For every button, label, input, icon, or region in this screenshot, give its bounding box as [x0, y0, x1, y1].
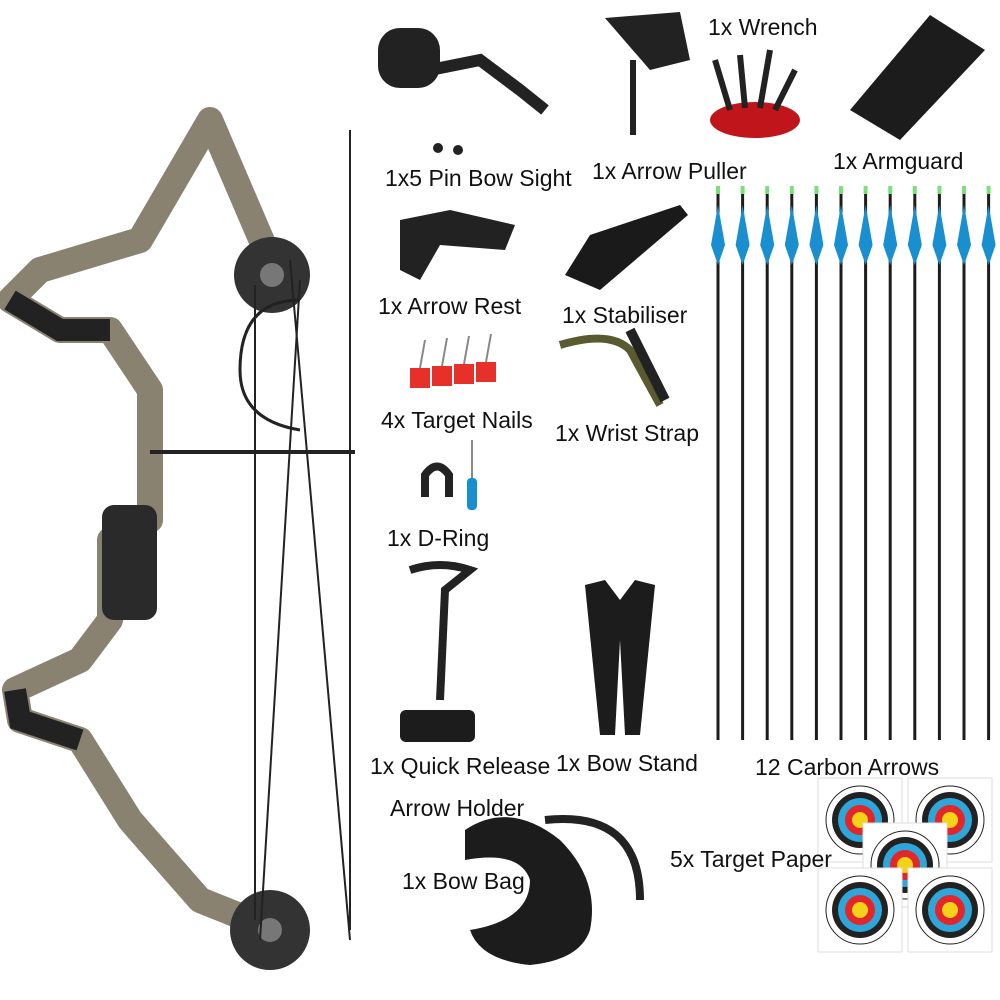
- carbon-arrow: [784, 186, 799, 740]
- carbon-arrow: [809, 186, 824, 740]
- label-stabiliser: 1x Stabiliser: [562, 302, 688, 328]
- label-d-ring: 1x D-Ring: [387, 525, 490, 551]
- target-paper: [817, 867, 903, 953]
- label-target-nails: 4x Target Nails: [381, 407, 533, 433]
- label-wrist-strap: 1x Wrist Strap: [555, 420, 699, 446]
- carbon-arrow: [957, 186, 971, 740]
- carbon-arrow: [834, 186, 848, 740]
- wrench-image: [710, 49, 800, 138]
- bow-stand-image: [585, 580, 655, 735]
- arrow-puller-image: [605, 12, 690, 135]
- carbon-arrow: [858, 186, 873, 740]
- label-wrench: 1x Wrench: [708, 14, 818, 40]
- carbon-arrow: [711, 186, 725, 740]
- carbon-arrow: [760, 186, 775, 740]
- carbon-arrow: [932, 186, 947, 740]
- label-bow-sight: 1x5 Pin Bow Sight: [385, 165, 572, 191]
- bow-sight-image: [378, 28, 549, 155]
- label-target-paper: 5x Target Paper: [670, 846, 832, 872]
- quick-release-quiver-image: [400, 561, 479, 742]
- wrist-strap-image: [558, 327, 670, 407]
- target-paper: [907, 867, 993, 953]
- label-armguard: 1x Armguard: [833, 148, 964, 174]
- carbon-arrow: [981, 186, 996, 740]
- bow-bag-image: [465, 815, 644, 965]
- compound-bow-image: [0, 107, 355, 970]
- carbon-arrow: [907, 186, 922, 740]
- target-nails-image: [410, 333, 496, 388]
- target-papers-image: [817, 777, 993, 953]
- carbon-arrow: [735, 186, 750, 740]
- stabiliser-image: [565, 205, 688, 290]
- label-arrow-holder: Arrow Holder: [390, 795, 525, 821]
- label-bow-bag: 1x Bow Bag: [402, 868, 525, 894]
- carbon-arrows-image: [711, 186, 996, 740]
- label-quick-release: 1x Quick Release: [370, 753, 551, 779]
- label-carbon-arrows: 12 Carbon Arrows: [755, 754, 940, 780]
- carbon-arrow: [883, 186, 898, 740]
- arrow-rest-image: [400, 210, 515, 280]
- d-ring-image: [421, 440, 477, 510]
- label-arrow-rest: 1x Arrow Rest: [378, 293, 522, 319]
- label-bow-stand: 1x Bow Stand: [556, 750, 698, 776]
- label-arrow-puller: 1x Arrow Puller: [592, 158, 747, 184]
- armguard-image: [850, 15, 985, 140]
